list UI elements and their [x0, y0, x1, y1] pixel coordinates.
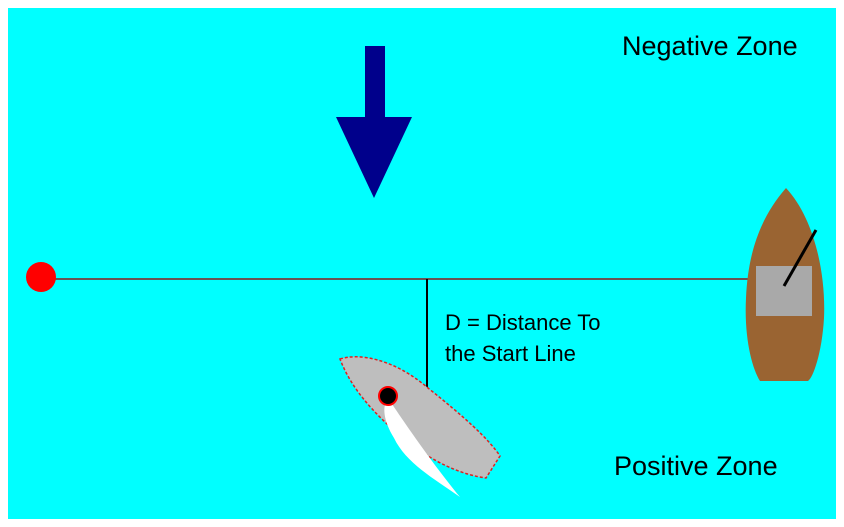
wind-arrow-icon	[336, 46, 412, 198]
sailboat-icon	[339, 356, 501, 497]
sailboat-hull	[339, 356, 501, 479]
wind-arrow-head	[336, 117, 412, 198]
sailboat-sail	[384, 398, 460, 497]
positive-zone-label: Positive Zone	[614, 451, 778, 481]
pin-buoy-icon	[26, 262, 56, 292]
sailboat-mast	[378, 386, 398, 406]
diagram-canvas: Negative Zone Positive Zone D = Distance…	[8, 8, 836, 519]
committee-boat-cabin	[756, 266, 812, 316]
distance-label-line-2: the Start Line	[445, 341, 576, 366]
negative-zone-label: Negative Zone	[622, 31, 798, 61]
start-line-diagram: Negative Zone Positive Zone D = Distance…	[8, 8, 836, 519]
distance-label-line-1: D = Distance To	[445, 310, 601, 335]
wind-arrow-shaft	[365, 46, 385, 118]
committee-boat-mast	[782, 229, 818, 287]
committee-boat-icon	[745, 188, 825, 381]
